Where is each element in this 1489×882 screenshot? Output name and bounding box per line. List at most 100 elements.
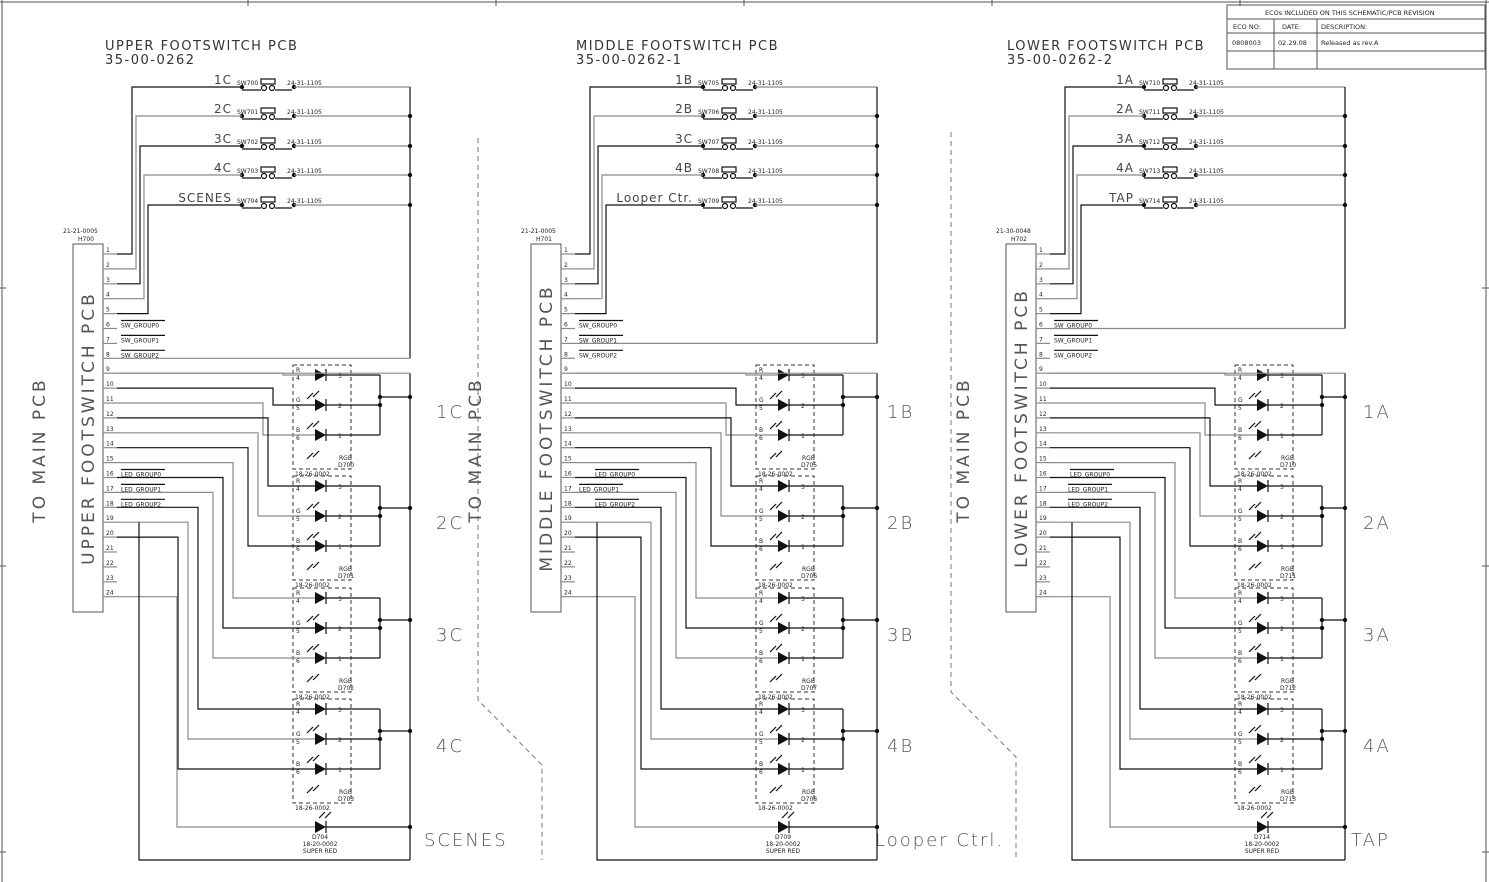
pin-number: 11 — [564, 396, 572, 403]
led-pin-right: 1 — [338, 544, 342, 551]
switch-contact — [260, 84, 268, 92]
pin-number: 7 — [1039, 336, 1043, 343]
emission-arrow-icon — [1248, 786, 1256, 794]
wire — [117, 596, 315, 828]
eco-header-date: DATE: — [1282, 23, 1301, 31]
eco-header-no: ECO NO: — [1233, 23, 1261, 31]
wire — [117, 204, 242, 315]
connector-ref: H701 — [536, 236, 552, 243]
led-group-label: 3A — [1363, 625, 1391, 646]
pin-number: 19 — [564, 515, 572, 522]
pin-number: 15 — [106, 456, 114, 463]
pin-number: 23 — [106, 575, 114, 582]
footswitch-ref: SW711 — [1139, 109, 1160, 116]
led-pin-left: 6 — [296, 769, 300, 776]
footswitch-ref: SW709 — [698, 198, 719, 205]
diode-icon — [315, 703, 326, 715]
to-main-pcb-label: TO MAIN PCB — [30, 377, 50, 523]
footswitch-label: 3A — [1116, 132, 1134, 146]
emission-arrow-icon — [1248, 392, 1256, 400]
wire — [575, 476, 778, 629]
net-label: SW_GROUP2 — [1054, 352, 1092, 359]
emission-arrow-icon — [1254, 420, 1262, 428]
switch-contact — [1170, 143, 1178, 151]
switch-contact — [260, 172, 268, 180]
wire — [1050, 462, 1257, 599]
switch-contact — [721, 113, 729, 121]
led-group-label: 1A — [1363, 402, 1391, 423]
board-part-number: 35-00-0262-2 — [1007, 53, 1114, 68]
led-pin-letter: B — [1238, 538, 1242, 545]
diode-icon — [1257, 510, 1268, 522]
switch-contact — [268, 84, 276, 92]
pin-number: 7 — [106, 336, 110, 343]
emission-arrow-icon — [1248, 533, 1256, 541]
net-label: SW_GROUP1 — [579, 337, 617, 344]
led-pin-letter: R — [759, 367, 763, 374]
pin-number: 1 — [106, 247, 110, 254]
led-type: RGB — [802, 678, 815, 685]
pin-number: 22 — [106, 560, 114, 567]
led-group-label: 3B — [887, 625, 914, 646]
net-label: LED_GROUP2 — [595, 501, 635, 508]
emission-arrow-icon — [1248, 503, 1256, 511]
emission-arrow-icon — [312, 561, 320, 569]
switch-contact — [729, 172, 737, 180]
emission-arrow-icon — [775, 561, 783, 569]
emission-arrow-icon — [769, 533, 777, 541]
wire — [1050, 417, 1257, 487]
emission-arrow-icon — [312, 531, 320, 539]
emission-arrow-icon — [324, 811, 332, 819]
pin-number: 6 — [106, 322, 110, 329]
connector-body — [530, 243, 562, 613]
emission-arrow-icon — [769, 615, 777, 623]
wire — [1050, 536, 1257, 770]
pin-number: 4 — [564, 292, 568, 299]
led-group-label: 4C — [436, 736, 464, 757]
led-part-number: 18-26-0002 — [758, 805, 793, 812]
led-pin-letter: G — [1238, 731, 1243, 738]
switch-contact — [260, 143, 268, 151]
switch-contact — [260, 202, 268, 210]
led-pin-letter: R — [1238, 701, 1242, 708]
led-pin-right: 3 — [801, 373, 805, 380]
led-pin-right: 1 — [1280, 433, 1284, 440]
wire — [575, 596, 778, 828]
net-label: SW_GROUP0 — [579, 323, 617, 330]
emission-arrow-icon — [1248, 645, 1256, 653]
led-pin-letter: G — [296, 731, 301, 738]
diode-icon — [315, 821, 326, 833]
switch-contact — [1170, 202, 1178, 210]
led-package-outline — [292, 698, 352, 804]
pin-number: 8 — [106, 351, 110, 358]
led-pin-letter: B — [759, 538, 763, 545]
led-pin-right: 1 — [801, 767, 805, 774]
diode-icon — [315, 510, 326, 522]
connector-body — [1005, 243, 1037, 613]
emission-arrow-icon — [1254, 724, 1262, 732]
diode-icon — [315, 733, 326, 745]
footswitch-label: 1A — [1116, 73, 1134, 87]
led-part-number: 18-26-0002 — [1237, 471, 1272, 478]
emission-arrow-icon — [1248, 756, 1256, 764]
diode-icon — [315, 592, 326, 604]
board-title: LOWER FOOTSWITCH PCB — [1007, 39, 1205, 54]
wire — [1050, 402, 1257, 436]
pin-number: 18 — [1039, 500, 1047, 507]
wire — [575, 145, 703, 285]
led-ref: D712 — [1280, 685, 1296, 692]
pin-number: 12 — [1039, 411, 1047, 418]
eco-row-description: Released as rev.A — [1321, 39, 1379, 47]
emission-arrow-icon — [306, 452, 314, 460]
footswitch-label: 3C — [214, 132, 232, 146]
emission-arrow-icon — [1260, 811, 1268, 819]
